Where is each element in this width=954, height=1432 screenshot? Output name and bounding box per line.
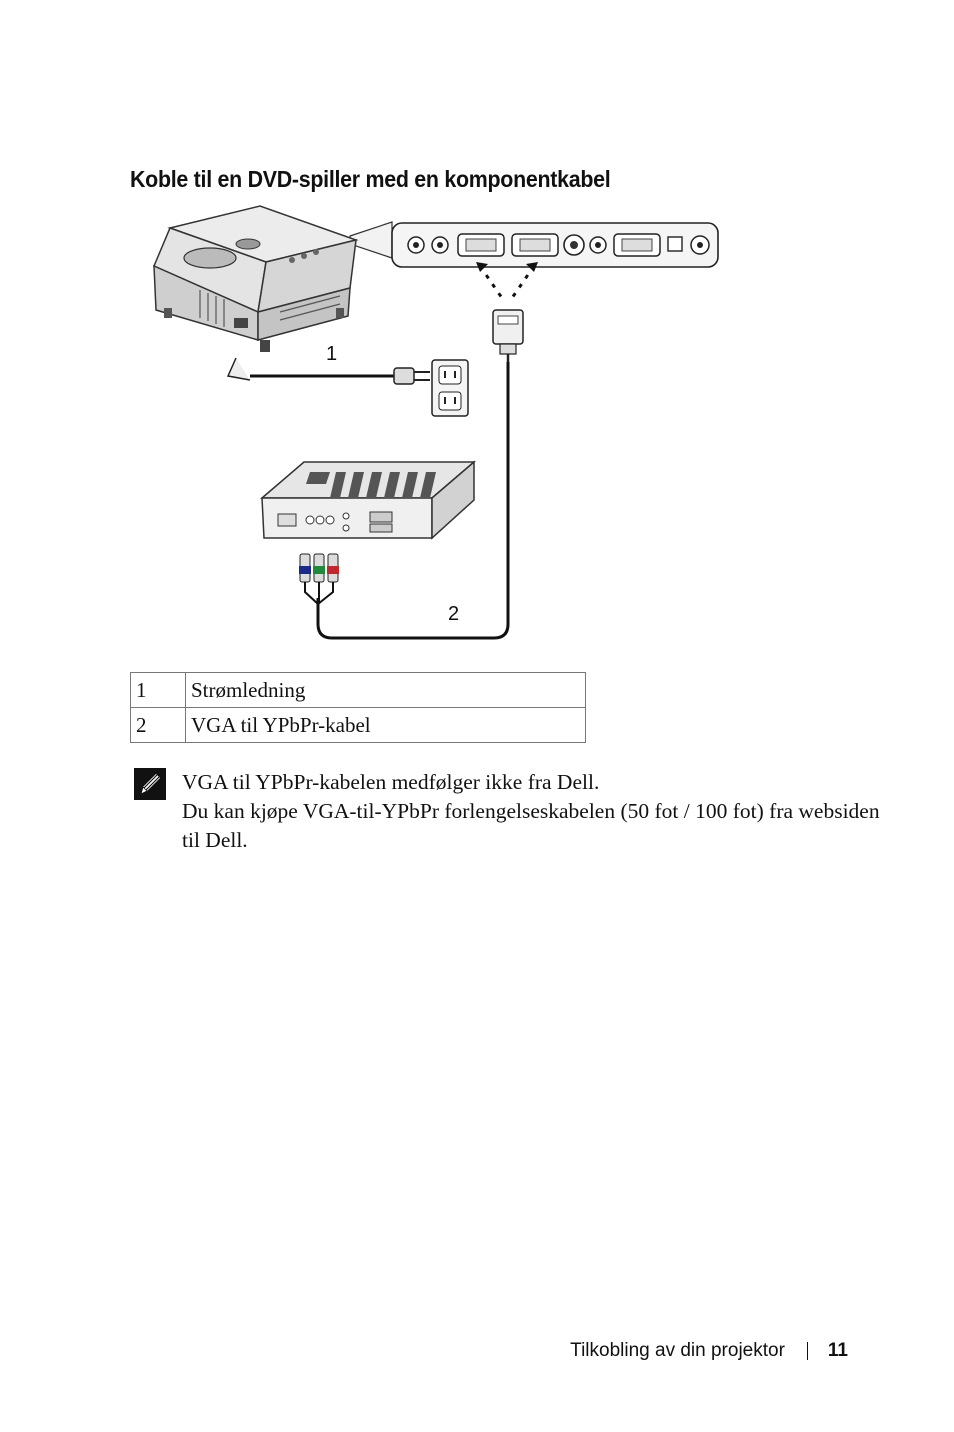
dvd-player (259, 460, 477, 540)
rca-connectors (299, 553, 339, 605)
note-text: VGA til YPbPr-kabelen medfølger ikke fra… (182, 768, 882, 855)
footer-section-title: Tilkobling av din projektor (570, 1340, 785, 1361)
rear-panel-ports (349, 221, 719, 268)
connection-arrows (478, 265, 536, 299)
callout-1: 1 (326, 343, 337, 365)
connection-diagram: 1 2 (153, 205, 719, 640)
note-pencil-icon (134, 768, 166, 800)
table-row: 1 Strømledning (130, 672, 586, 708)
note-line-1: VGA til YPbPr-kabelen medfølger ikke fra… (182, 770, 600, 794)
callout-label: VGA til YPbPr-kabel (185, 707, 586, 743)
page-footer: Tilkobling av din projektor 11 (570, 1340, 848, 1362)
note-line-2: Du kan kjøpe VGA-til-YPbPr forlengelsesk… (182, 799, 880, 852)
callout-2: 2 (448, 603, 459, 625)
footer-divider (806, 1342, 808, 1360)
callout-table: 1 Strømledning 2 VGA til YPbPr-kabel (130, 672, 586, 743)
callout-number: 1 (130, 672, 186, 708)
page-number: 11 (827, 1340, 848, 1361)
callout-number: 2 (130, 707, 186, 743)
vga-to-ypbpr-cable (316, 362, 510, 640)
table-row: 2 VGA til YPbPr-kabel (130, 707, 586, 743)
callout-label: Strømledning (185, 672, 586, 708)
projector (153, 205, 359, 352)
vga-connector (492, 309, 524, 362)
wall-outlet (431, 359, 469, 417)
page-heading: Koble til en DVD-spiller med en komponen… (130, 166, 611, 192)
power-cord: 1 (226, 343, 430, 385)
